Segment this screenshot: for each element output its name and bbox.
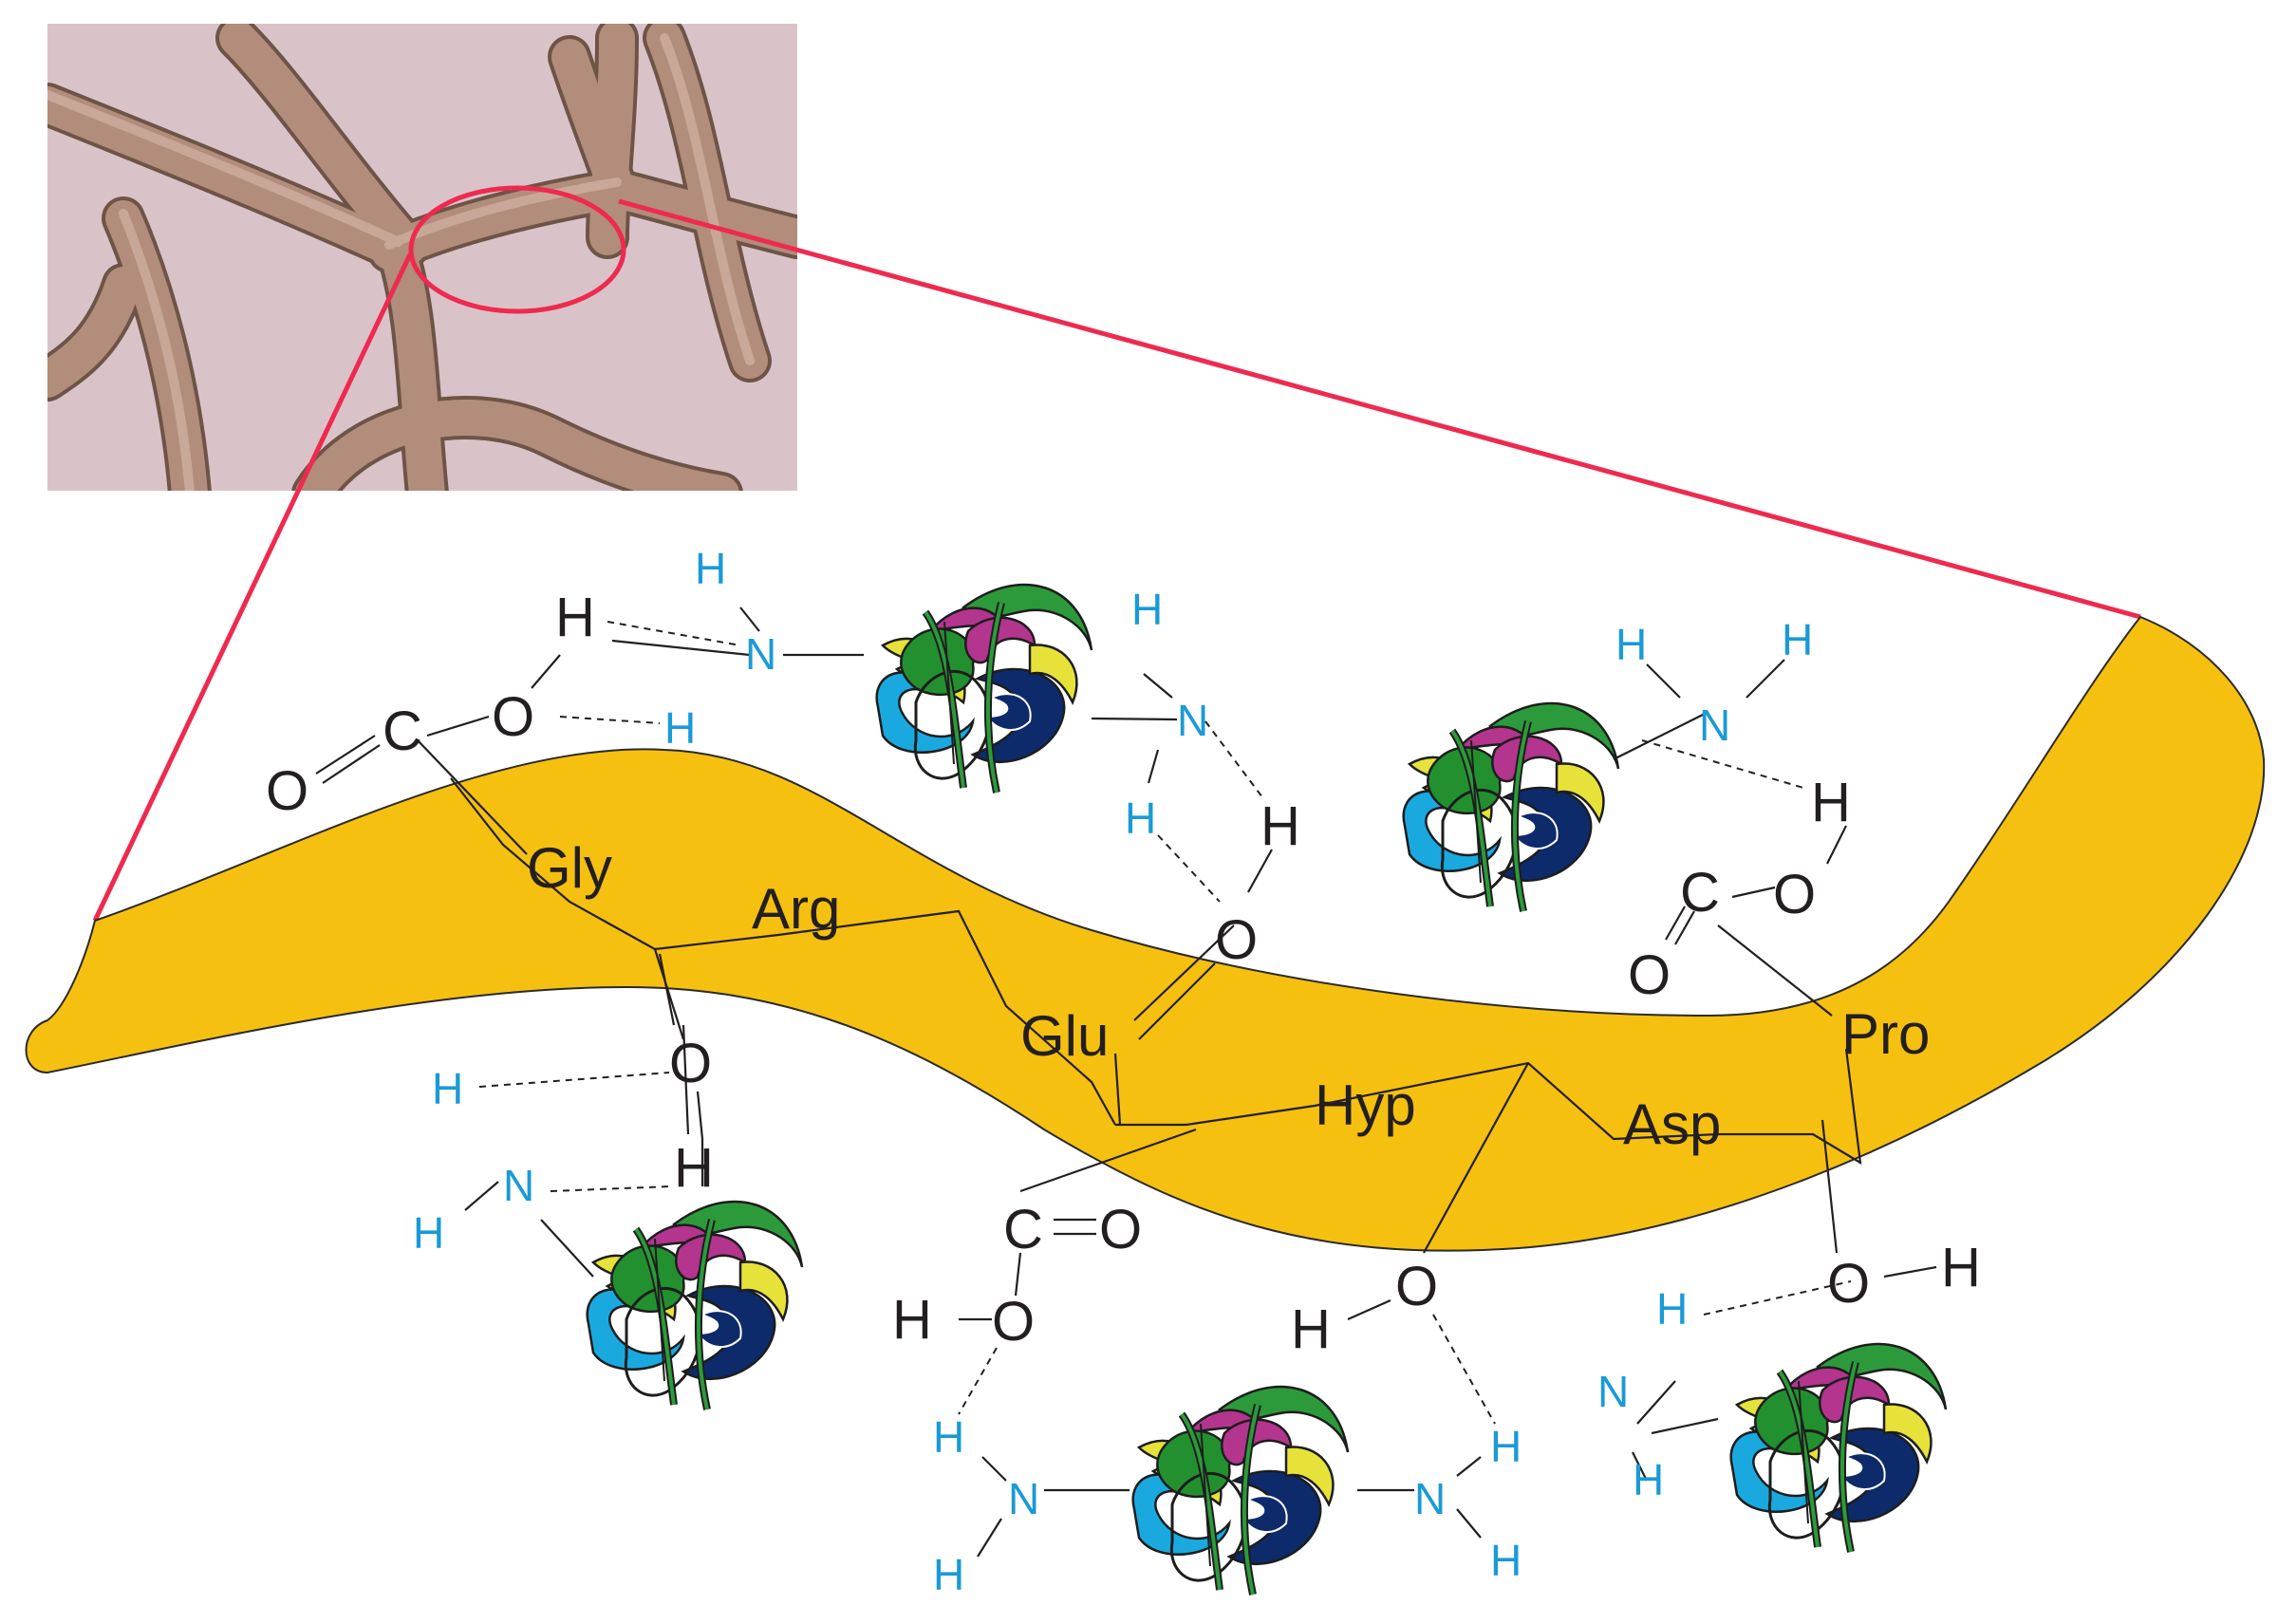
atom-h-blue-2: H xyxy=(664,703,696,753)
residue-glu: Glu xyxy=(1020,1004,1109,1068)
atom-o-glu: O xyxy=(1215,909,1258,971)
atom-h-blue-7: H xyxy=(432,1064,463,1113)
covalent-bonds xyxy=(315,607,1937,1558)
atom-h-3: H xyxy=(1811,772,1851,833)
protein-ribbon-icon xyxy=(877,585,1092,793)
atom-h-blue-1: H xyxy=(695,544,726,593)
atom-o-hydroxyl-3: O xyxy=(992,1291,1035,1353)
protein-ribbon-icon xyxy=(1404,703,1618,911)
residue-labels: Gly Arg Glu Hyp Asp Pro xyxy=(527,836,1930,1156)
atom-o-hyp: O xyxy=(1395,1256,1438,1317)
atom-h-blue-12: H xyxy=(1490,1536,1522,1585)
atom-n-3: N xyxy=(1699,700,1730,750)
atom-c-3: C xyxy=(1003,1199,1043,1260)
protein-ribbon-icon xyxy=(588,1202,802,1409)
protein-ribbon-icon xyxy=(1731,1344,1946,1552)
magnification-callout xyxy=(92,185,2141,923)
atom-o-hydroxyl-1: O xyxy=(492,686,534,748)
atom-h-blue-3: H xyxy=(1131,585,1163,634)
atom-n-2: N xyxy=(1177,696,1208,745)
atom-n-7: N xyxy=(1597,1367,1629,1416)
atom-h-blue-10: H xyxy=(933,1550,964,1599)
atom-h-2: H xyxy=(1260,795,1300,857)
atom-h-blue-13: H xyxy=(1656,1284,1688,1334)
atom-h-blue-5: H xyxy=(1615,620,1647,669)
hyphae-micrograph xyxy=(47,24,797,491)
atom-o-carbonyl-1: O xyxy=(266,760,308,822)
atom-h-blue-11: H xyxy=(1490,1422,1522,1471)
atom-n-5: N xyxy=(1008,1474,1039,1523)
atom-o-carbonyl-3: O xyxy=(1099,1199,1142,1260)
atom-h-5: H xyxy=(892,1289,932,1351)
protein-ribbon-icon xyxy=(1133,1387,1348,1595)
atom-h-blue-9: H xyxy=(933,1412,964,1462)
atom-h-7: H xyxy=(1941,1237,1981,1298)
residue-pro: Pro xyxy=(1841,1002,1930,1066)
atom-n-4: N xyxy=(503,1161,534,1210)
residue-asp: Asp xyxy=(1623,1092,1721,1156)
atom-h-blue-8: H xyxy=(413,1208,444,1258)
atom-n-6: N xyxy=(1414,1474,1446,1523)
hydrogen-bonds xyxy=(478,621,1852,1425)
atom-h-1: H xyxy=(555,587,595,648)
atom-o-hydroxyl-2: O xyxy=(1773,864,1816,925)
atom-o-carbonyl-2: O xyxy=(1628,944,1671,1006)
atom-n-1: N xyxy=(745,629,776,679)
atom-c-1: C xyxy=(383,700,422,762)
atom-c-2: C xyxy=(1680,862,1720,924)
residue-arg: Arg xyxy=(752,877,840,941)
atom-h-4: H xyxy=(674,1137,714,1199)
residue-hyp: Hyp xyxy=(1315,1073,1416,1137)
backbone-bonds xyxy=(450,777,1862,1254)
atom-h-blue-14: H xyxy=(1633,1455,1664,1504)
atom-h-6: H xyxy=(1291,1298,1331,1360)
atom-o-gly: O xyxy=(669,1033,712,1094)
atom-h-blue-6: H xyxy=(1782,615,1813,664)
residue-gly: Gly xyxy=(527,836,612,900)
fibre-band xyxy=(25,615,2266,1252)
atom-o-pro: O xyxy=(1827,1253,1870,1315)
atom-labels: O C O H H N H H N H H O H H N H C O O O … xyxy=(266,544,1981,1599)
atom-h-blue-4: H xyxy=(1125,793,1156,843)
